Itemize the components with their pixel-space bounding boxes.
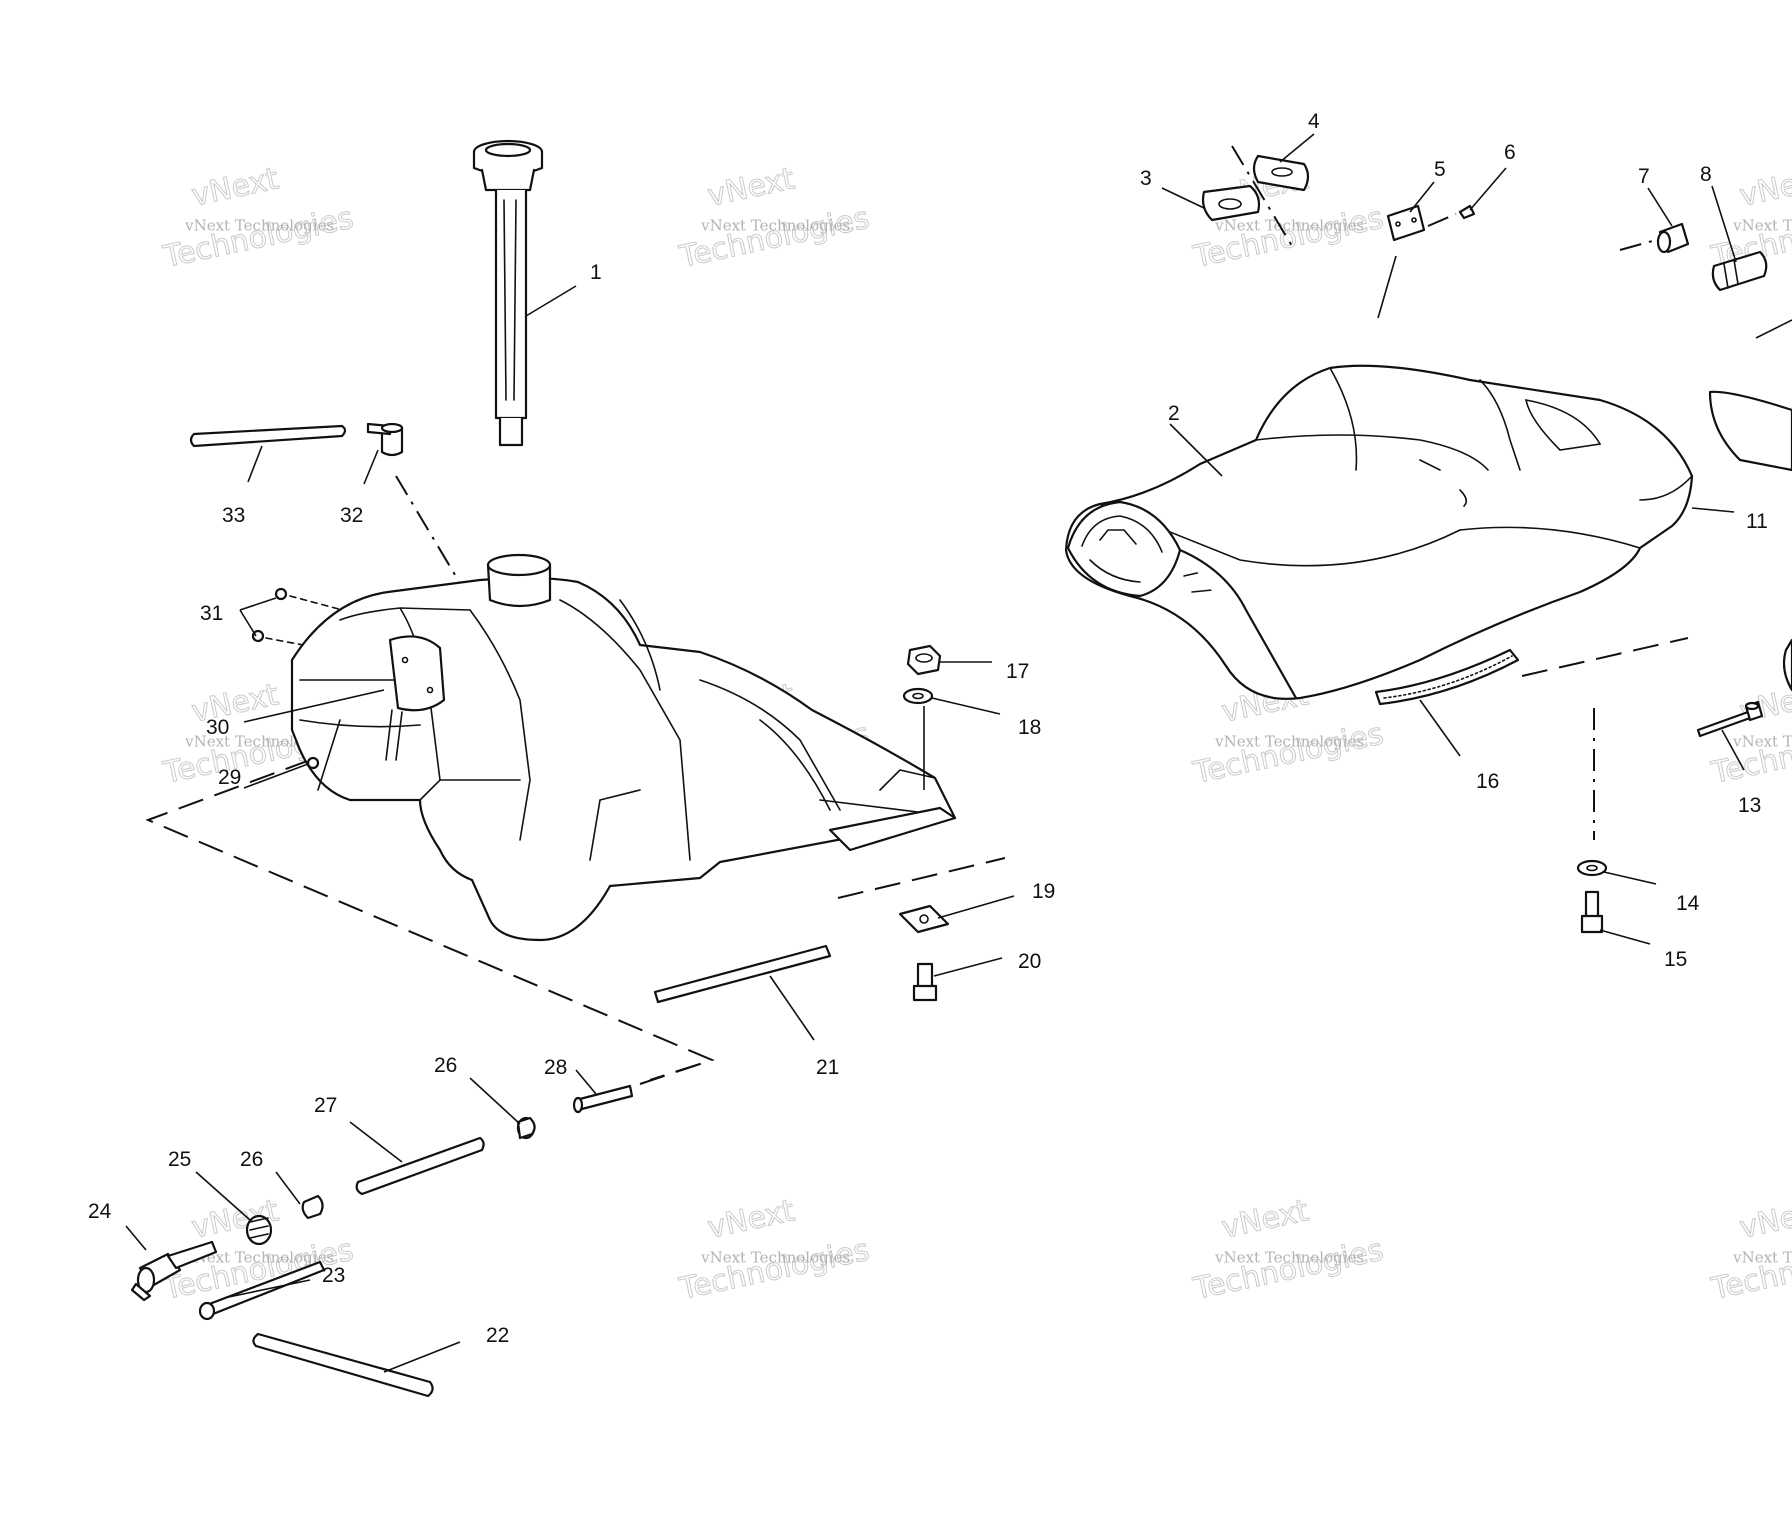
callout-32: 32 (340, 504, 363, 527)
callout-27: 27 (314, 1094, 337, 1117)
strap-21 (653, 944, 832, 1004)
bracket-plate-4 (1252, 154, 1310, 192)
fitting-29 (306, 756, 320, 770)
callout-33: 33 (222, 504, 245, 527)
washer-14 (1576, 859, 1608, 877)
assembly-dash-right (837, 857, 1006, 899)
callout-31: 31 (200, 602, 223, 625)
callout-1: 1 (590, 261, 602, 284)
leader-lines (125, 133, 1745, 1373)
seat-assembly (1064, 145, 1792, 934)
watermark-line-2: vNext Technologies (1732, 732, 1792, 750)
hose-22 (252, 1332, 434, 1398)
watermark-line-2: vNext Technologies (1214, 216, 1364, 234)
grommet-25 (245, 1214, 273, 1246)
watermark-line-1: vNext (189, 161, 282, 214)
cap-26-lower (301, 1194, 324, 1220)
callout-labels: 1 2 3 4 5 6 7 8 11 13 14 15 16 17 18 19 … (88, 110, 1768, 1347)
seat-hinge-11 (1708, 390, 1792, 692)
bolt-15 (1580, 890, 1604, 934)
check-valve-32 (366, 422, 404, 457)
callout-28: 28 (544, 1056, 567, 1079)
callout-23: 23 (322, 1264, 345, 1287)
callout-24: 24 (88, 1200, 112, 1223)
callout-26b: 26 (434, 1054, 457, 1077)
callout-19: 19 (1032, 880, 1055, 903)
sender-plate-30 (385, 635, 446, 761)
callout-8: 8 (1700, 163, 1712, 186)
fuel-valve-24 (130, 1240, 218, 1302)
callout-30: 30 (206, 716, 229, 739)
callout-4: 4 (1308, 110, 1320, 133)
callout-17: 17 (1006, 660, 1029, 683)
callout-25: 25 (168, 1148, 191, 1171)
watermark-line-2: vNext Technologies (184, 1248, 334, 1266)
watermark-line-2: vNext Technologies (700, 1248, 850, 1266)
callout-20: 20 (1018, 950, 1041, 973)
callout-22: 22 (486, 1324, 509, 1347)
callout-18: 18 (1018, 716, 1041, 739)
watermark-line-1: vNext (1737, 1193, 1792, 1246)
watermark-line-1: vNext (1219, 1193, 1312, 1246)
bracket-plate-3 (1201, 184, 1261, 222)
watermark-line-2: vNext Technologies (1214, 1248, 1364, 1266)
stud-28 (572, 1059, 713, 1114)
bushing-7 (1619, 222, 1690, 254)
fitting-alignment-line (395, 475, 471, 601)
fuel-tank (290, 553, 957, 942)
watermark-line-3: Technologies (676, 201, 873, 276)
bracket-alignment-line (1231, 145, 1293, 247)
callout-16: 16 (1476, 770, 1499, 793)
watermark-line-2: vNext Technologies (184, 216, 334, 234)
watermark-line-2: vNext Technologies (1732, 216, 1792, 234)
watermark-line-3: Technologies (1190, 1233, 1387, 1308)
callout-11: 11 (1746, 510, 1768, 533)
washer-18 (902, 687, 934, 705)
hose-27 (355, 1136, 485, 1196)
vent-hose-33 (189, 424, 347, 448)
watermark-line-1: vNext (1737, 161, 1792, 214)
fuel-gauge-sender (472, 139, 544, 447)
watermark-line-2: vNext Technologies (1732, 1248, 1792, 1266)
callout-2: 2 (1168, 402, 1180, 425)
watermark-line-2: vNext Technologies (700, 216, 850, 234)
watermark-line-2: vNext Technologies (1214, 732, 1364, 750)
callout-29: 29 (218, 766, 241, 789)
watermark-line-1: vNext (705, 161, 798, 214)
pin-13 (1696, 700, 1764, 738)
callout-21: 21 (816, 1056, 839, 1079)
pin-8 (1711, 250, 1768, 292)
watermark-line-1: vNext (705, 1193, 798, 1246)
watermark-line-3: Technologies (1190, 717, 1387, 792)
watermark-line-3: Technologies (676, 1233, 873, 1308)
watermark-line-3: Technologies (160, 201, 357, 276)
clip-5 (1386, 204, 1426, 242)
callout-5: 5 (1434, 158, 1446, 181)
seat (1064, 364, 1694, 706)
callout-7: 7 (1638, 165, 1650, 188)
watermark-line-1: vNext (1737, 677, 1792, 730)
callout-15: 15 (1664, 948, 1687, 971)
callout-26a: 26 (240, 1148, 263, 1171)
callout-14: 14 (1676, 892, 1700, 915)
rivet-6 (1427, 204, 1476, 227)
plate-19 (898, 904, 950, 934)
fuel-tank-assembly (130, 139, 1006, 1398)
nut-17 (906, 644, 942, 676)
cap-26-upper (516, 1116, 536, 1140)
callout-6: 6 (1504, 141, 1516, 164)
bolt-20 (912, 962, 938, 1002)
callout-3: 3 (1140, 167, 1152, 190)
watermark-line-1: vNext (189, 677, 282, 730)
callout-13: 13 (1738, 794, 1761, 817)
